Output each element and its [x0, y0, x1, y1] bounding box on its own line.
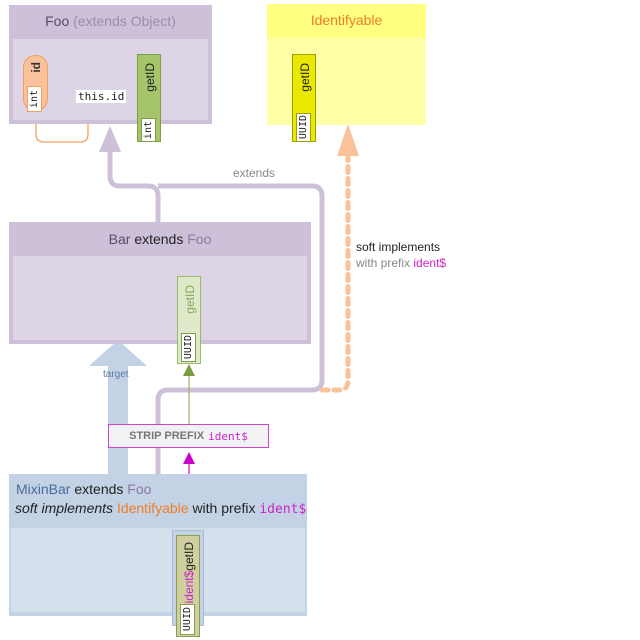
soft-implements-arrow	[319, 149, 351, 393]
extends-arrow-mixin-foo	[155, 183, 325, 474]
method-identifyable-getid-name: getID	[298, 63, 312, 92]
class-mixinbar-title: MixinBar extends Foo	[16, 481, 152, 497]
interface-identifyable[interactable]: Identifyable	[267, 4, 426, 125]
class-mixinbar[interactable]: MixinBar extends Foo soft implements Ide…	[9, 474, 307, 616]
soft-implements-label: soft implements with prefix ident$	[356, 240, 447, 270]
class-bar[interactable]: Bar extends Foo	[9, 222, 311, 344]
class-mixinbar-subtitle: soft implements Identifyable with prefix…	[15, 500, 307, 517]
extends-arrow-bar-foo	[107, 150, 161, 222]
method-foo-getid-name: getID	[143, 63, 157, 92]
strip-to-bar-arrowhead	[183, 364, 195, 376]
mixin-to-strip-arrowhead	[183, 452, 195, 464]
soft-implements-arrowhead	[337, 124, 359, 156]
extends-arrowhead	[99, 126, 121, 152]
class-bar-title: Bar extends Foo	[108, 231, 212, 247]
extends-label: extends	[233, 166, 276, 180]
field-id-type: int	[27, 86, 42, 112]
strip-prefix-box[interactable]: STRIP PREFIX ident$	[108, 424, 269, 448]
method-mixinbar-getid-type: UUID	[180, 604, 195, 635]
field-id-name: id	[29, 62, 43, 73]
method-mixinbar-getid-name: ident$getID	[182, 542, 196, 604]
strip-prefix-label: STRIP PREFIX	[129, 430, 205, 442]
method-foo-getid-type: int	[141, 118, 156, 142]
this-id-label: this.id	[76, 90, 127, 103]
interface-identifyable-title: Identifyable	[310, 12, 383, 28]
method-bar-getid-type: UUID	[181, 333, 196, 362]
class-foo-title: Foo (extends Object)	[45, 13, 176, 29]
target-arrow	[89, 340, 147, 474]
method-identifyable-getid-type: UUID	[296, 113, 311, 142]
strip-prefix-value: ident$	[208, 429, 248, 443]
method-bar-getid-name: getID	[183, 285, 197, 314]
target-label: target	[103, 369, 129, 380]
